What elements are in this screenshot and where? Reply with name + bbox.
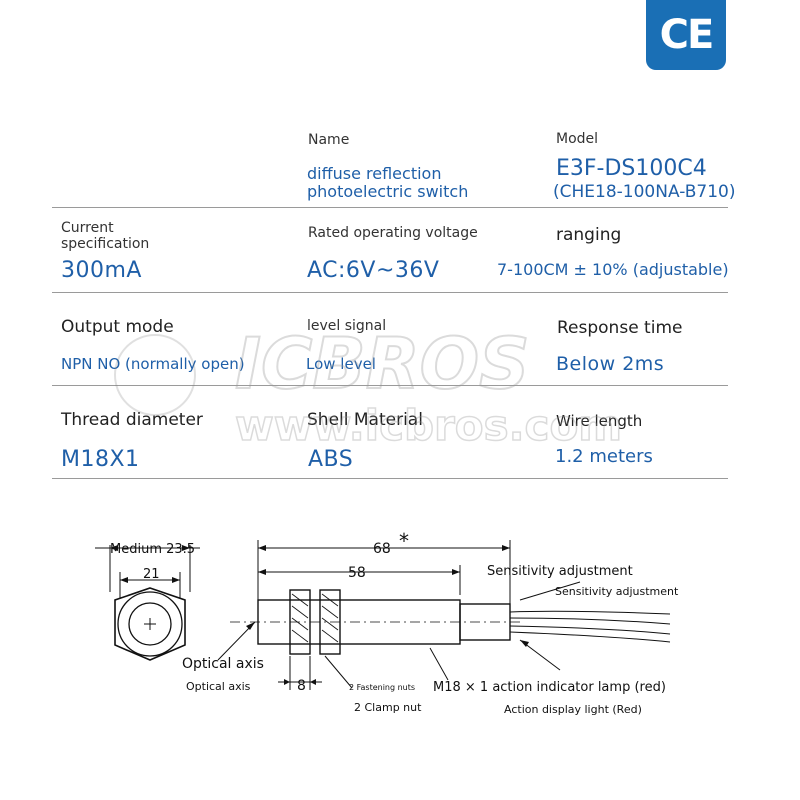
divider-1 <box>52 207 728 208</box>
model-sub-value: (CHE18-100NA-B710) <box>553 182 736 202</box>
sensitivity-serif-label: Sensitivity adjustment <box>555 585 679 598</box>
level-signal-value: Low level <box>306 355 376 373</box>
voltage-label: Rated operating voltage <box>308 225 478 241</box>
shell-material-label: Shell Material <box>307 410 423 430</box>
output-mode-value: NPN NO (normally open) <box>61 355 245 373</box>
dim-body-label: 58 <box>348 565 366 581</box>
model-label: Model <box>556 131 599 147</box>
wire-length-value: 1.2 meters <box>555 446 653 467</box>
divider-4 <box>52 478 728 479</box>
clamp-nut-label: 2 Clamp nut <box>354 701 422 714</box>
response-time-value: Below 2ms <box>556 353 665 375</box>
level-signal-label: level signal <box>307 318 387 334</box>
thread-diameter-value: M18X1 <box>61 447 140 472</box>
indicator-label: M18 × 1 action indicator lamp (red) <box>433 680 666 695</box>
ce-mark-badge: CE <box>646 0 726 70</box>
name-value-line2: photoelectric switch <box>307 182 469 201</box>
current-label-line1: Current <box>61 220 114 236</box>
thread-diameter-label: Thread diameter <box>61 410 203 430</box>
shell-material-value: ABS <box>308 447 354 472</box>
response-time-label: Response time <box>557 318 683 338</box>
ranging-label: ranging <box>556 225 622 245</box>
ranging-value: 7-100CM ± 10% (adjustable) <box>497 260 729 279</box>
dim-nut-label: 8 <box>297 678 306 694</box>
indicator-serif-label: Action display light (Red) <box>504 703 642 716</box>
dim-medium-label: Medium 23.5 <box>110 542 195 557</box>
wire-length-label: Wire length <box>556 412 643 430</box>
sensitivity-label: Sensitivity adjustment <box>487 564 633 579</box>
ce-mark-text: CE <box>659 12 715 58</box>
optical-axis-serif-label: Optical axis <box>186 680 251 693</box>
fastening-nuts-label: 2 Fastening nuts <box>349 683 415 692</box>
optical-axis-label: Optical axis <box>182 656 264 672</box>
current-value: 300mA <box>61 258 142 283</box>
current-label-line2: specification <box>61 236 150 252</box>
divider-3 <box>52 385 728 386</box>
voltage-value: AC:6V~36V <box>307 258 440 283</box>
model-value: E3F-DS100C4 <box>556 156 707 181</box>
hex-nut-front-view <box>114 587 186 661</box>
dim-overall-label: 68 <box>373 541 391 557</box>
divider-2 <box>52 292 728 293</box>
name-label: Name <box>308 132 350 148</box>
dim-asterisk: * <box>399 529 409 553</box>
dim-inner-label: 21 <box>143 567 160 582</box>
output-mode-label: Output mode <box>61 317 174 337</box>
name-value-line1: diffuse reflection <box>307 164 442 183</box>
